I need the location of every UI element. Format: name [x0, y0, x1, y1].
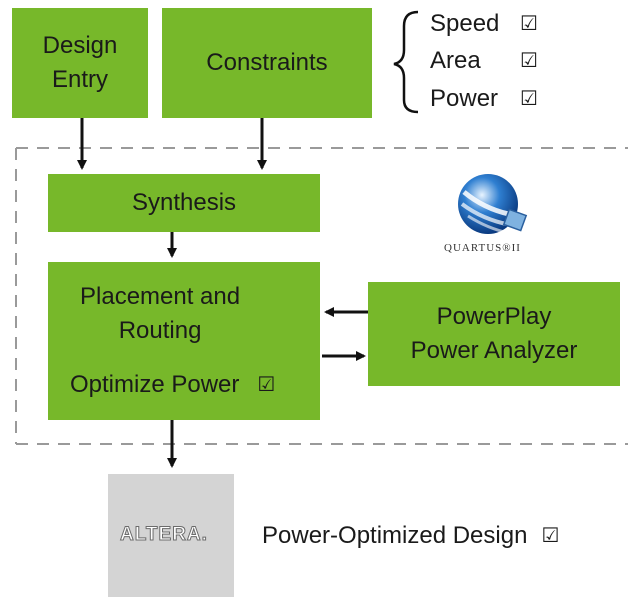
design-entry-box: Design Entry [12, 8, 148, 118]
placement-routing-box: Placement and Routing Optimize Power ☑ [48, 262, 320, 420]
output-label: Power-Optimized Design [262, 522, 528, 549]
altera-logo-block: ALTERA. [108, 474, 234, 597]
design-entry-label: Design Entry [42, 32, 118, 93]
constraints-brace [393, 10, 419, 114]
checkbox-checked-icon: ☑ [541, 525, 560, 547]
quartus-logo: QUARTUS®II [428, 172, 568, 262]
constraints-box: Constraints [162, 8, 372, 118]
output-row: Power-Optimized Design ☑ [262, 522, 559, 550]
altera-logo-text: ALTERA. [120, 524, 208, 546]
constraint-item-speed: Speed ☑ [430, 6, 590, 42]
quartus-globe-icon [458, 174, 528, 236]
checkbox-checked-icon: ☑ [257, 373, 276, 396]
synthesis-box: Synthesis [48, 174, 320, 232]
placement-routing-label: Placement and Routing [80, 280, 240, 348]
constraint-label: Area [430, 47, 481, 74]
checkbox-checked-icon: ☑ [520, 50, 538, 72]
powerplay-line1: PowerPlay [436, 303, 552, 330]
optimize-power-row: Optimize Power ☑ [70, 368, 275, 402]
placement-line2: Routing [118, 317, 202, 344]
constraint-item-power: Power ☑ [430, 80, 590, 118]
checkbox-checked-icon: ☑ [520, 88, 538, 110]
optimize-power-label: Optimize Power [70, 371, 240, 398]
placement-line1: Placement and [80, 283, 241, 310]
powerplay-box: PowerPlay Power Analyzer [368, 282, 620, 386]
quartus-logo-text: QUARTUS®II [444, 242, 521, 254]
constraint-label: Speed [430, 10, 500, 37]
powerplay-line2: Power Analyzer [410, 337, 578, 364]
constraints-label: Constraints [206, 49, 328, 77]
constraint-item-area: Area ☑ [430, 42, 590, 80]
constraint-label: Power [430, 85, 499, 112]
dashed-boundary [15, 147, 628, 445]
synthesis-label: Synthesis [131, 189, 237, 217]
constraint-list: Speed ☑ Area ☑ Power ☑ [430, 6, 590, 118]
checkbox-checked-icon: ☑ [520, 13, 538, 35]
